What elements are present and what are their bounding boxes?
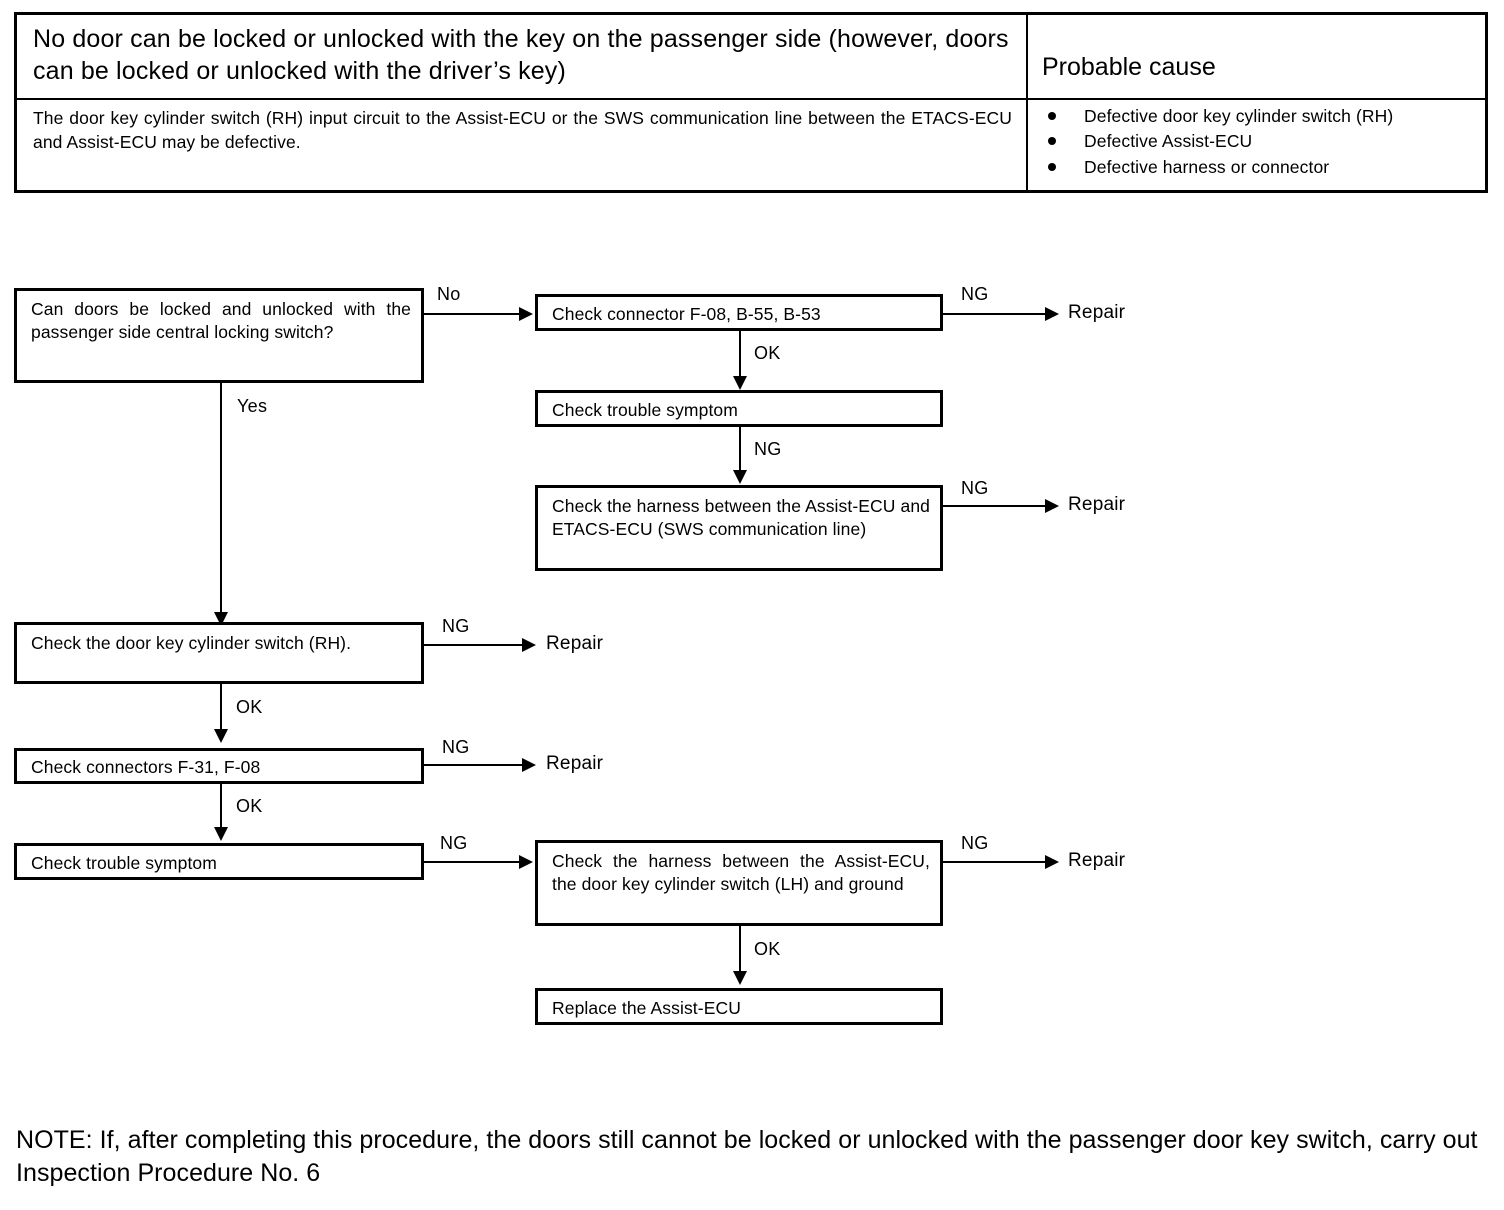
flow-terminal-repair-5: Repair: [1068, 850, 1126, 871]
flow-terminal-repair-4: Repair: [546, 753, 604, 774]
flow-node-check-trouble-symptom-bottom: Check trouble symptom: [14, 843, 424, 880]
symptom-probable-cause-table: No door can be locked or unlocked with t…: [14, 12, 1488, 194]
edge-label-ng-1: NG: [961, 284, 989, 304]
flow-node-replace-assist-ecu: Replace the Assist-ECU: [535, 988, 943, 1025]
edge-line-ng-1: [943, 313, 1047, 315]
edge-label-ng-4: NG: [442, 616, 470, 636]
edge-arrow-ng-2: [733, 470, 747, 484]
edge-label-ok-4: OK: [754, 939, 781, 959]
edge-arrow-ok-4: [733, 971, 747, 985]
edge-line-ng-2: [739, 427, 741, 473]
table-body-row: The door key cylinder switch (RH) input …: [17, 99, 1485, 191]
symptom-description: The door key cylinder switch (RH) input …: [33, 107, 1012, 153]
flow-node-check-harness-lh: Check the harness between the Assist-ECU…: [535, 840, 943, 926]
flow-node-check-connector-f08: Check connector F-08, B-55, B-53: [535, 294, 943, 331]
edge-line-ok-1: [739, 331, 741, 379]
table-header-row: No door can be locked or unlocked with t…: [17, 15, 1485, 100]
edge-label-yes: Yes: [237, 396, 268, 416]
edge-arrow-no: [519, 307, 533, 321]
probable-cause-list-cell: Defective door key cylinder switch (RH) …: [1028, 100, 1485, 191]
edge-label-ng-7: NG: [961, 833, 989, 853]
note-text: NOTE: If, after completing this procedur…: [16, 1126, 1478, 1187]
flow-node-check-door-key-switch: Check the door key cylinder switch (RH).: [14, 622, 424, 684]
edge-line-ng-5: [424, 764, 524, 766]
flow-node-check-harness-etacs: Check the harness between the Assist-ECU…: [535, 485, 943, 571]
edge-line-ng-3: [943, 505, 1047, 507]
edge-arrow-ok-1: [733, 376, 747, 390]
flow-node-check-trouble-symptom-top: Check trouble symptom: [535, 390, 943, 427]
symptom-description-cell: The door key cylinder switch (RH) input …: [17, 99, 1028, 191]
edge-line-no: [424, 313, 520, 315]
edge-arrow-ng-1: [1045, 307, 1059, 321]
edge-label-ng-3: NG: [961, 478, 989, 498]
probable-cause-header-cell: Probable cause: [1028, 15, 1485, 98]
edge-label-ng-5: NG: [442, 737, 470, 757]
edge-label-ok-2: OK: [236, 697, 263, 717]
edge-arrow-ng-6: [519, 855, 533, 869]
edge-label-no: No: [437, 284, 461, 304]
flow-terminal-repair-3: Repair: [546, 633, 604, 654]
edge-line-ng-7: [943, 861, 1047, 863]
list-item: Defective harness or connector: [1042, 155, 1475, 181]
edge-arrow-ng-4: [522, 638, 536, 652]
edge-line-ok-3: [220, 784, 222, 830]
edge-arrow-ok-3: [214, 827, 228, 841]
edge-arrow-ok-2: [214, 729, 228, 743]
edge-label-ng-2: NG: [754, 439, 782, 459]
edge-arrow-ng-7: [1045, 855, 1059, 869]
edge-line-ok-2: [220, 684, 222, 732]
flow-node-check-connectors-f31: Check connectors F-31, F-08: [14, 748, 424, 784]
flow-node-question-central-locking: Can doors be locked and unlocked with th…: [14, 288, 424, 383]
bullet-icon: [1048, 162, 1056, 171]
edge-arrow-ng-3: [1045, 499, 1059, 513]
flow-terminal-repair-2: Repair: [1068, 494, 1126, 515]
edge-label-ok-3: OK: [236, 796, 263, 816]
cause-text: Defective Assist-ECU: [1084, 131, 1253, 152]
symptom-title-cell: No door can be locked or unlocked with t…: [17, 15, 1028, 98]
bullet-icon: [1048, 137, 1056, 146]
edge-arrow-ng-5: [522, 758, 536, 772]
edge-label-ng-6: NG: [440, 833, 468, 853]
list-item: Defective Assist-ECU: [1042, 129, 1475, 155]
cause-text: Defective harness or connector: [1084, 156, 1330, 177]
edge-line-ng-6: [424, 861, 520, 863]
edge-line-ok-4: [739, 926, 741, 974]
probable-cause-header: Probable cause: [1042, 53, 1216, 81]
bullet-icon: [1048, 111, 1056, 120]
symptom-title: No door can be locked or unlocked with t…: [33, 25, 1009, 86]
cause-text: Defective door key cylinder switch (RH): [1084, 105, 1394, 126]
flow-terminal-repair-1: Repair: [1068, 302, 1126, 323]
probable-cause-list: Defective door key cylinder switch (RH) …: [1042, 104, 1475, 181]
edge-line-ng-4: [424, 644, 524, 646]
edge-line-yes: [220, 383, 222, 616]
list-item: Defective door key cylinder switch (RH): [1042, 104, 1475, 130]
edge-label-ok-1: OK: [754, 343, 781, 363]
